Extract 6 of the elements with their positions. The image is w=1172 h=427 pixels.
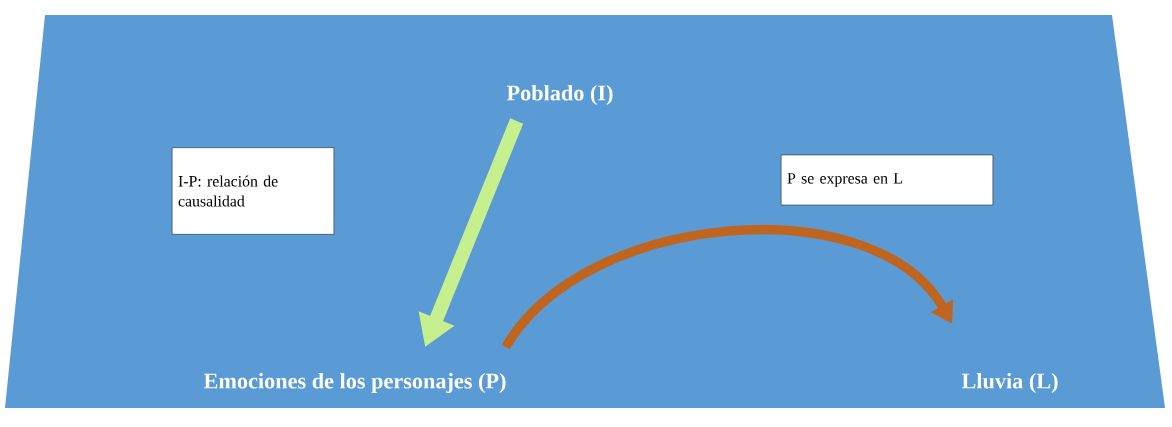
arrow [502, 225, 954, 350]
label-text: Lluvia (L) [961, 372, 1058, 394]
text-box: I-P: relación de causalidad [171, 147, 335, 235]
label-text: Poblado (I) [506, 84, 613, 106]
label-text: Emociones de los personajes (P) [203, 372, 506, 394]
text-box: P se expresa en L [780, 154, 994, 206]
